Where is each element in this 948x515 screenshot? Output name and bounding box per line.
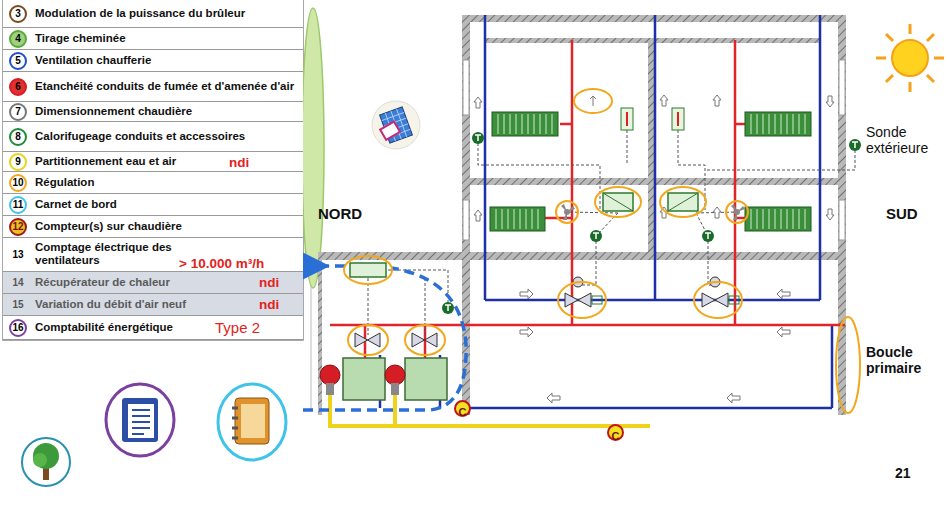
callout-number: 7 (9, 103, 27, 121)
callout-number: 14 (7, 277, 29, 293)
annotation: Type 2 (215, 319, 260, 336)
callout-number: 10 (9, 174, 27, 192)
legend-row: 3 Modulation de la puissance du brûleur (3, 0, 303, 28)
callout-number: 12 (9, 218, 27, 236)
callout-number: 9 (9, 153, 27, 171)
annotation: ndi (259, 275, 279, 290)
orientation-label: SUD (886, 205, 918, 222)
counter-circle: C (454, 400, 471, 417)
callout-number: 8 (9, 128, 27, 146)
callout-number: 4 (9, 30, 27, 48)
annotation: > 10.000 m³/h (179, 256, 264, 271)
callout-number: 13 (7, 249, 29, 265)
legend-text: Etanchéité conduits de fumée et d'amenée… (35, 80, 295, 93)
legend-row: 6 Etanchéité conduits de fumée et d'amené… (3, 72, 303, 102)
orientation-label: NORD (318, 205, 362, 222)
page-number: 21 (895, 465, 911, 481)
legend-text: Tirage cheminée (35, 32, 295, 45)
legend-text: Compteur(s) sur chaudière (35, 220, 295, 233)
legend-text: Comptabilité énergétique (35, 321, 205, 334)
legend-text: Carnet de bord (35, 198, 295, 211)
counter-letter: C (459, 406, 467, 418)
callout-number: 3 (9, 5, 27, 23)
legend-row: 16 Comptabilité énergétique Type 2 (3, 316, 303, 340)
legend-text: Modulation de la puissance du brûleur (35, 7, 295, 20)
legend-row: 8 Calorifugeage conduits et accessoires (3, 122, 303, 152)
sensor-label: Sonde extérieure (866, 124, 944, 156)
legend-row: 11 Carnet de bord (3, 194, 303, 216)
legend-row: 13 Comptage électrique des ventilateurs> … (3, 238, 303, 272)
legend-row: 9 Partitionnement eau et air ndi (3, 152, 303, 172)
legend-text: Comptage électrique des ventilateurs (35, 241, 185, 266)
legend-row: 4 Tirage cheminée (3, 28, 303, 50)
legend-row: 15 Variation du débit d'air neuf ndi (3, 294, 303, 316)
legend-row: 12 Compteur(s) sur chaudière (3, 216, 303, 238)
legend-row: 14 Récupérateur de chaleur ndi (3, 272, 303, 294)
legend-text: Partitionnement eau et air (35, 155, 225, 168)
legend-row: 7 Dimensionnement chaudière (3, 102, 303, 122)
legend-text: Ventilation chaufferie (35, 54, 225, 67)
annotation: ndi (229, 155, 249, 170)
legend-text: Dimensionnement chaudière (35, 105, 295, 118)
legend-text: Récupérateur de chaleur (35, 276, 240, 289)
annotation: ndi (259, 297, 279, 312)
callout-number: 16 (9, 319, 27, 337)
legend-row: 5 Ventilation chaufferie (3, 50, 303, 72)
loop-label: Boucle primaire (866, 344, 944, 376)
legend-text: Régulation (35, 176, 295, 189)
legend-text: Calorifugeage conduits et accessoires (35, 130, 295, 143)
callout-number: 6 (9, 78, 27, 96)
legend-row: 10 Régulation (3, 172, 303, 194)
callout-number: 11 (9, 196, 27, 214)
counter-circle: C (607, 424, 624, 441)
legend-text: Variation du débit d'air neuf (35, 298, 240, 311)
counter-letter: C (612, 430, 620, 442)
callout-number: 15 (7, 299, 29, 315)
callout-number: 5 (9, 52, 27, 70)
